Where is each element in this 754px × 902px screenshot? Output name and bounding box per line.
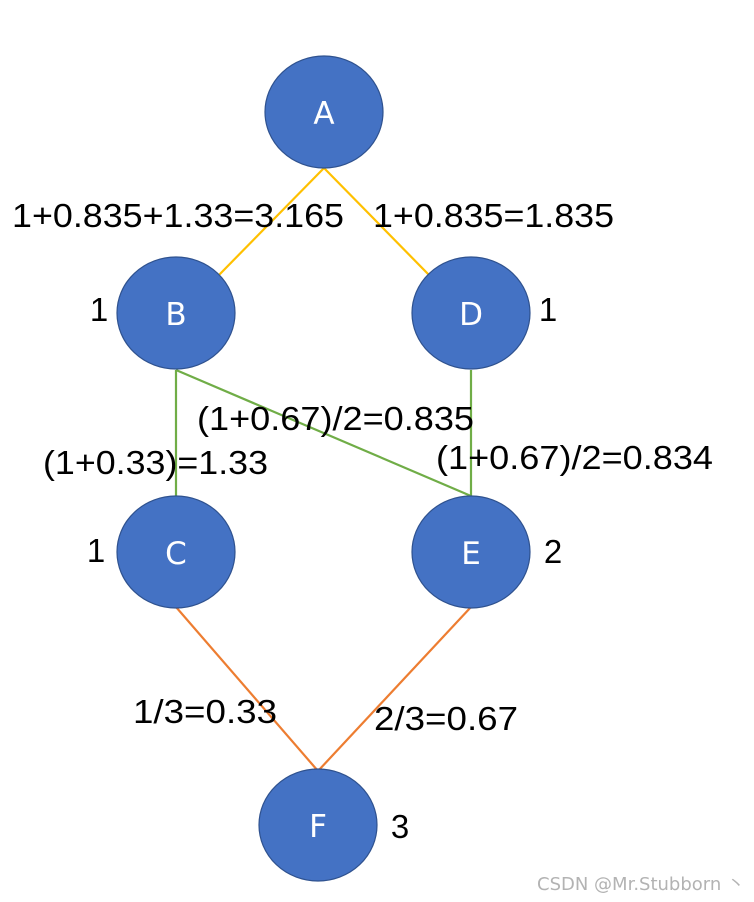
edge-a-b-label: 1+0.835+1.33=3.165 [12,197,344,234]
edge-a-d [323,167,431,277]
node-c-count: 1 [87,532,105,569]
node-a-circle [264,55,384,169]
node-counts: 1 1 1 2 3 [87,291,562,845]
node-d-count: 1 [539,291,557,328]
edge-e-f-label: 2/3=0.67 [374,700,518,737]
node-b: B [116,256,236,370]
node-d: D [411,256,531,370]
node-e: E [411,495,531,609]
edges [174,167,473,772]
watermark: CSDN @Mr.Stubborn 丶 [537,874,745,895]
edge-a-b [217,167,325,277]
node-b-count: 1 [90,291,108,328]
node-c: C [116,495,236,609]
node-c-label: C [165,536,187,572]
node-f-label: F [309,809,327,845]
node-b-label: B [165,297,186,333]
edge-b-c-label: (1+0.33)=1.33 [43,444,268,481]
node-a-label: A [313,96,334,132]
node-f: F [258,768,378,882]
node-b-circle [116,256,236,370]
edge-c-f [175,606,319,772]
edge-e-f [317,606,472,772]
node-e-circle [411,495,531,609]
edge-b-e-label: (1+0.67)/2=0.835 [197,400,474,437]
edge-labels: 1+0.835+1.33=3.165 1+0.835=1.835 (1+0.67… [12,197,713,737]
edge-d-e-label: (1+0.67)/2=0.834 [436,439,713,476]
node-c-circle [116,495,236,609]
node-f-circle [258,768,378,882]
node-f-count: 3 [391,808,409,845]
edge-c-f-label: 1/3=0.33 [133,693,277,730]
node-d-circle [411,256,531,370]
edge-a-d-label: 1+0.835=1.835 [373,197,614,234]
edge-b-e [175,368,472,498]
node-e-count: 2 [544,533,562,570]
node-d-label: D [459,297,483,333]
node-a: A [264,55,384,169]
node-e-label: E [461,536,481,572]
